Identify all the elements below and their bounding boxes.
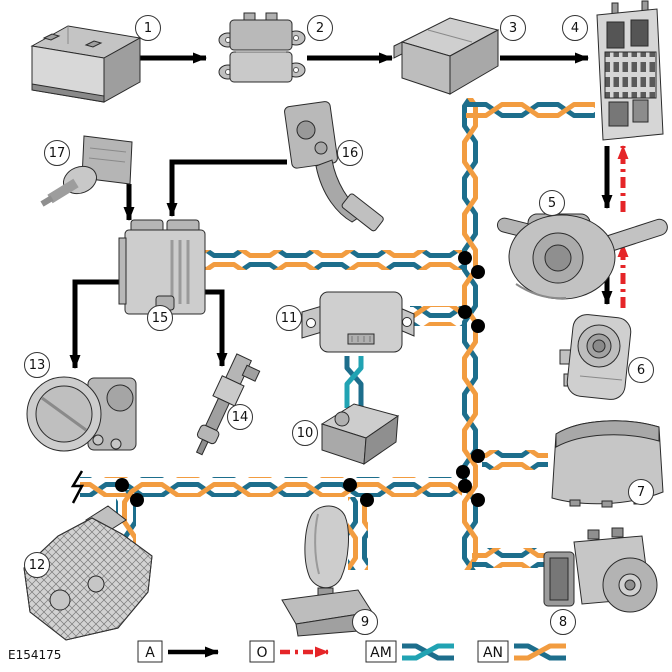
- braid-ecu-to-trunk: [205, 250, 462, 270]
- steering-column-switch-illustration: [496, 213, 668, 300]
- callout-4: 4: [562, 15, 588, 41]
- callout-6: 6: [628, 357, 654, 383]
- legend-an-symbol: [514, 643, 566, 661]
- harness-break-symbol: [70, 470, 85, 504]
- legend: A O AM AN: [137, 640, 566, 663]
- callout-13: 13: [24, 352, 50, 378]
- relay-module-illustration: [393, 17, 500, 95]
- callout-9: 9: [352, 609, 378, 635]
- braid-teal-pair-11-to-10: [344, 356, 364, 408]
- legend-a-label: A: [145, 645, 155, 661]
- callout-12: 12: [24, 552, 50, 578]
- callout-17: 17: [44, 140, 70, 166]
- figure-id-label: E154175: [8, 648, 62, 662]
- battery-illustration: [30, 25, 142, 103]
- arrow-ecu-to-injector: [204, 289, 228, 367]
- callout-15: 15: [147, 305, 173, 331]
- legend-am-label: AM: [370, 645, 392, 661]
- callout-14: 14: [227, 404, 253, 430]
- callout-7: 7: [628, 479, 654, 505]
- junction-dots: [115, 251, 485, 507]
- arrow-ecu-to-throttle: [69, 279, 127, 369]
- control-module-illustration: [301, 291, 415, 353]
- arrow-pedal-to-ecu: [166, 159, 287, 217]
- callout-16: 16: [337, 140, 363, 166]
- callout-3: 3: [500, 15, 526, 41]
- braid-shifter-drop: [348, 497, 368, 570]
- fuse-holder-illustration: [218, 12, 306, 83]
- start-control-illustration: [559, 314, 632, 400]
- braid-to-abs: [472, 548, 545, 568]
- callout-10: 10: [292, 420, 318, 446]
- callout-1: 1: [135, 15, 161, 41]
- accelerator-pedal-illustration: [284, 101, 384, 232]
- callout-5: 5: [539, 190, 565, 216]
- fuse-box-illustration: [596, 0, 664, 141]
- callout-8: 8: [550, 609, 576, 635]
- harness-braids: [70, 98, 595, 570]
- braid-bottom-row: [80, 477, 462, 497]
- braid-module11-to-trunk: [410, 306, 462, 326]
- braid-top-to-fusebox: [466, 98, 595, 118]
- ecu-illustration: [118, 219, 206, 315]
- fuel-injector-illustration: [195, 353, 261, 456]
- callout-11: 11: [276, 305, 302, 331]
- braid-to-cluster: [482, 450, 548, 470]
- throttle-body-illustration: [26, 376, 137, 452]
- legend-am-symbol: [402, 643, 454, 661]
- power-flow-arrows: [69, 52, 613, 369]
- legend-o-label: O: [256, 645, 267, 661]
- callout-2: 2: [307, 15, 333, 41]
- switch-pack-illustration: [320, 403, 400, 466]
- legend-an-label: AN: [483, 645, 503, 661]
- brake-switch-illustration: [40, 135, 133, 207]
- abs-module-illustration: [543, 527, 658, 613]
